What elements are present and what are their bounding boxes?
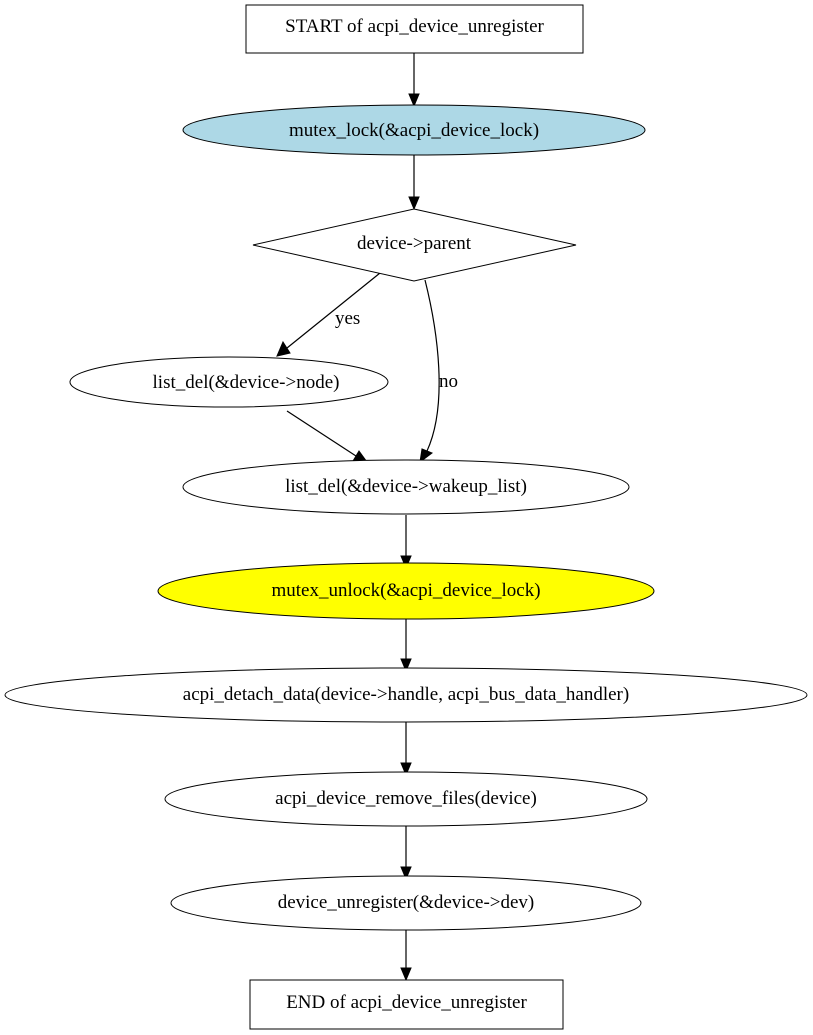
list-del-wakeup-ellipse: [182, 459, 630, 515]
arrowhead-icon: [400, 658, 412, 673]
end-box: [249, 979, 564, 1030]
flowchart-nodes: START of acpi_device_unregister mutex_lo…: [4, 4, 808, 1030]
node-end: END of acpi_device_unregister: [249, 979, 564, 1030]
decision-diamond: [252, 208, 577, 282]
arrowhead-icon: [276, 340, 291, 357]
edge-start-to-mutex-lock: [408, 53, 420, 108]
node-start: START of acpi_device_unregister: [245, 4, 584, 54]
arrowhead-icon: [408, 196, 420, 211]
node-mutex-unlock: mutex_unlock(&acpi_device_lock): [157, 562, 655, 620]
flowchart-edges: yes no: [276, 53, 458, 982]
mutex-unlock-ellipse: [157, 562, 655, 620]
edge-label-no: no: [439, 371, 458, 392]
edge-remove-files-to-unregister: [400, 826, 412, 881]
arrowhead-icon: [400, 555, 412, 570]
edge-label-yes: yes: [335, 308, 360, 329]
node-label-list-del-node: list_del(&device->node): [153, 372, 340, 393]
arrowhead-icon: [408, 93, 420, 108]
edge-check-parent-no: no: [419, 279, 458, 464]
edge-unregister-to-end: [400, 930, 412, 982]
node-label-mutex-lock: mutex_lock(&acpi_device_lock): [289, 120, 539, 141]
remove-files-ellipse: [164, 771, 648, 827]
arrowhead-icon: [400, 967, 412, 982]
list-del-node-ellipse: [69, 356, 389, 408]
node-detach-data: acpi_detach_data(device->handle, acpi_bu…: [4, 667, 808, 723]
edge-detach-to-remove-files: [400, 722, 412, 777]
edge-line: [286, 410, 357, 457]
node-label-list-del-wakeup: list_del(&device->wakeup_list): [285, 476, 527, 497]
node-remove-files: acpi_device_remove_files(device): [164, 771, 648, 827]
edge-line: [424, 279, 440, 452]
start-box: [245, 4, 584, 54]
node-label-mutex-unlock: mutex_unlock(&acpi_device_lock): [271, 580, 540, 601]
node-label-device-unregister: device_unregister(&device->dev): [278, 892, 535, 913]
node-label-start: START of acpi_device_unregister: [285, 16, 544, 37]
device-unregister-ellipse: [170, 875, 642, 931]
edge-wakeup-to-mutex-unlock: [400, 515, 412, 570]
arrowhead-icon: [419, 448, 434, 464]
arrowhead-icon: [400, 762, 412, 777]
edge-check-parent-yes: yes: [276, 272, 381, 357]
node-label-remove-files: acpi_device_remove_files(device): [275, 788, 537, 809]
node-label-detach-data: acpi_detach_data(device->handle, acpi_bu…: [183, 684, 629, 705]
node-mutex-lock: mutex_lock(&acpi_device_lock): [182, 104, 646, 156]
edge-mutex-lock-to-check-parent: [408, 155, 420, 211]
mutex-lock-ellipse: [182, 104, 646, 156]
arrowhead-icon: [400, 866, 412, 881]
edge-list-del-node-to-wakeup: [286, 410, 369, 463]
node-list-del-wakeup: list_del(&device->wakeup_list): [182, 459, 630, 515]
edge-line: [286, 272, 381, 349]
node-device-unregister: device_unregister(&device->dev): [170, 875, 642, 931]
detach-data-ellipse: [4, 667, 808, 723]
node-label-check-parent: device->parent: [357, 233, 472, 254]
node-label-end: END of acpi_device_unregister: [286, 992, 527, 1013]
edge-mutex-unlock-to-detach: [400, 619, 412, 673]
node-check-parent: device->parent: [252, 208, 577, 282]
node-list-del-node: list_del(&device->node): [69, 356, 389, 408]
